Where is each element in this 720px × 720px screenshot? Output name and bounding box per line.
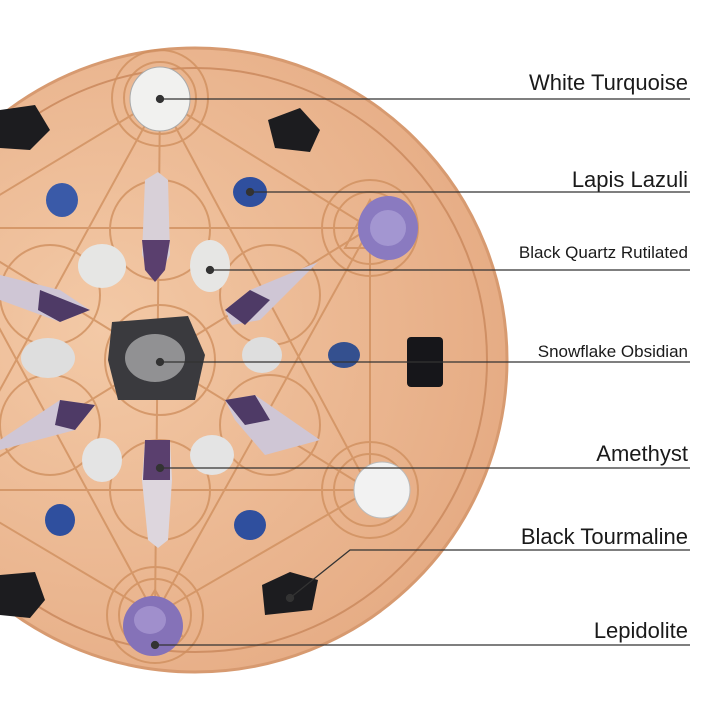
leader-lines: [150, 94, 690, 650]
label-white-turquoise: White Turquoise: [529, 70, 688, 95]
label-black-tourmaline: Black Tourmaline: [520, 524, 688, 549]
label-snowflake-obsidian: Snowflake Obsidian: [537, 342, 688, 361]
stones: [0, 66, 443, 656]
label-black-quartz-rutilated: Black Quartz Rutilated: [518, 243, 688, 262]
label-lepidolite: Lepidolite: [593, 618, 688, 643]
label-amethyst: Amethyst: [596, 441, 688, 466]
label-lapis-lazuli: Lapis Lazuli: [571, 167, 688, 192]
